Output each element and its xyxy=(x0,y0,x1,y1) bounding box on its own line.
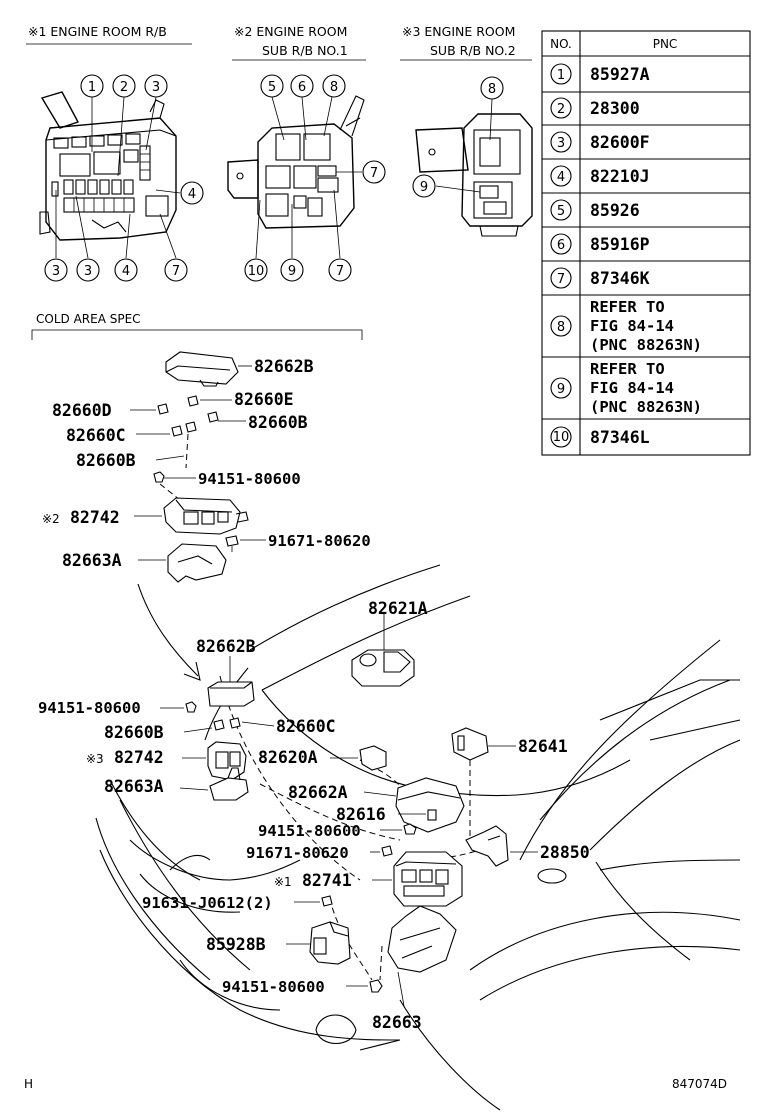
table-row-no: 4 xyxy=(557,170,565,185)
part-label: 94151-80600 xyxy=(222,978,325,996)
callout-4: 4 xyxy=(122,264,130,279)
part-label-mark: ※2 xyxy=(42,512,60,526)
part-label: 82742 xyxy=(114,748,164,767)
rb3-callouts: 8 9 xyxy=(412,76,504,198)
callout-3: 3 xyxy=(52,264,60,279)
part-label: 82660C xyxy=(276,717,336,736)
part-label: 82620A xyxy=(258,748,318,767)
footer-left-code: H xyxy=(24,1077,33,1091)
part-label: 82662B xyxy=(196,637,256,656)
table-row-no: 8 xyxy=(557,320,565,335)
table-row-pnc: 85916P xyxy=(590,235,650,254)
part-label: 82621A xyxy=(368,599,428,618)
callout-8: 8 xyxy=(330,80,338,95)
cold-area-drawings xyxy=(130,351,266,681)
engine-room-rb-drawing xyxy=(39,91,181,259)
table-row-no: 9 xyxy=(557,382,565,397)
callout-7: 7 xyxy=(370,166,378,181)
part-label: 82662B xyxy=(254,357,314,376)
callout-3: 3 xyxy=(152,80,160,95)
section-title-sub-rb-2: ※3 ENGINE ROOM xyxy=(402,24,515,39)
table-row-pnc: FIG 84-14 xyxy=(590,379,674,397)
part-label: 82641 xyxy=(518,737,568,756)
part-label: 82660E xyxy=(234,390,294,409)
main-parts-drawings xyxy=(160,612,538,1007)
rb2-callouts: 5 6 8 7 10 9 7 xyxy=(244,74,386,282)
part-label: 82663A xyxy=(104,777,164,796)
cold-area-spec-label: COLD AREA SPEC xyxy=(36,312,141,326)
table-row-pnc: (PNC 88263N) xyxy=(590,336,702,354)
part-label: 82660B xyxy=(248,413,308,432)
section-subtitle-sub-rb-2: SUB R/B NO.2 xyxy=(430,43,516,58)
part-label: 82660B xyxy=(104,723,164,742)
callout-2: 2 xyxy=(120,80,128,95)
part-label: 82660C xyxy=(66,426,126,445)
callout-9: 9 xyxy=(420,180,428,195)
table-row-pnc: 85926 xyxy=(590,201,640,220)
callout-7: 7 xyxy=(172,264,180,279)
part-label-mark: ※1 xyxy=(274,875,292,889)
section-title-engine-room-rb: ※1 ENGINE ROOM R/B xyxy=(28,24,167,39)
vehicle-outline xyxy=(95,564,741,1111)
part-label: 94151-80600 xyxy=(38,699,141,717)
table-row-no: 3 xyxy=(557,136,565,151)
main-parts-labels: 82621A 82662B 94151-80600 82660B 82660C … xyxy=(38,599,590,1032)
callout-7: 7 xyxy=(336,264,344,279)
table-row-no: 10 xyxy=(553,430,570,445)
table-row-pnc: REFER TO xyxy=(590,360,665,378)
part-label: 28850 xyxy=(540,843,590,862)
callout-5: 5 xyxy=(268,80,276,95)
table-row-no: 7 xyxy=(557,272,565,287)
part-label: 85928B xyxy=(206,935,266,954)
table-row-pnc: (PNC 88263N) xyxy=(590,398,702,416)
part-label: 91671-80620 xyxy=(246,844,349,862)
part-label: 82660B xyxy=(76,451,136,470)
table-row-no: 5 xyxy=(557,204,565,219)
section-subtitle-sub-rb-1: SUB R/B NO.1 xyxy=(262,43,348,58)
part-label: 94151-80600 xyxy=(258,822,361,840)
part-label: 82741 xyxy=(302,871,352,890)
part-label: 91631-J0612(2) xyxy=(142,894,273,912)
callout-3: 3 xyxy=(84,264,92,279)
callout-10: 10 xyxy=(248,264,265,279)
table-row-pnc: 87346K xyxy=(590,269,650,288)
part-label: 82742 xyxy=(70,508,120,527)
table-row-pnc: 87346L xyxy=(590,428,650,447)
part-label: 82663A xyxy=(62,551,122,570)
table-row-no: 2 xyxy=(557,102,565,117)
part-label: 94151-80600 xyxy=(198,470,301,488)
table-row-pnc: FIG 84-14 xyxy=(590,317,674,335)
table-header-pnc: PNC xyxy=(653,37,678,51)
rb1-callouts: 1 2 3 4 3 3 4 7 xyxy=(44,74,204,282)
part-label: 91671-80620 xyxy=(268,532,371,550)
sub-rb-2-drawing xyxy=(415,98,533,237)
table-row-no: 6 xyxy=(557,238,565,253)
table-row-pnc: 82210J xyxy=(590,167,650,186)
cold-area-labels: 82662B 82660E 82660D 82660B 82660C 82660… xyxy=(42,357,371,570)
callout-6: 6 xyxy=(298,80,306,95)
table-row-pnc: 82600F xyxy=(590,133,650,152)
part-label: 82662A xyxy=(288,783,348,802)
callout-9: 9 xyxy=(288,264,296,279)
table-row-pnc: REFER TO xyxy=(590,298,665,316)
table-header-no: NO. xyxy=(550,37,572,51)
callout-1: 1 xyxy=(88,80,96,95)
table-row-pnc: 28300 xyxy=(590,99,640,118)
part-label: 82616 xyxy=(336,805,386,824)
table-row-pnc: 85927A xyxy=(590,65,650,84)
part-label: 82660D xyxy=(52,401,112,420)
part-label: 82663 xyxy=(372,1013,422,1032)
part-label-mark: ※3 xyxy=(86,752,104,766)
pnc-table: NO. PNC 1 85927A 2 28300 3 82600F 4 8221… xyxy=(541,30,751,456)
callout-4: 4 xyxy=(188,187,196,202)
section-title-sub-rb-1: ※2 ENGINE ROOM xyxy=(234,24,347,39)
table-row-no: 1 xyxy=(557,68,565,83)
cold-area-bracket xyxy=(31,329,363,340)
callout-8: 8 xyxy=(488,82,496,97)
figure-number: 847074D xyxy=(672,1077,727,1091)
sub-rb-1-drawing xyxy=(227,95,365,259)
